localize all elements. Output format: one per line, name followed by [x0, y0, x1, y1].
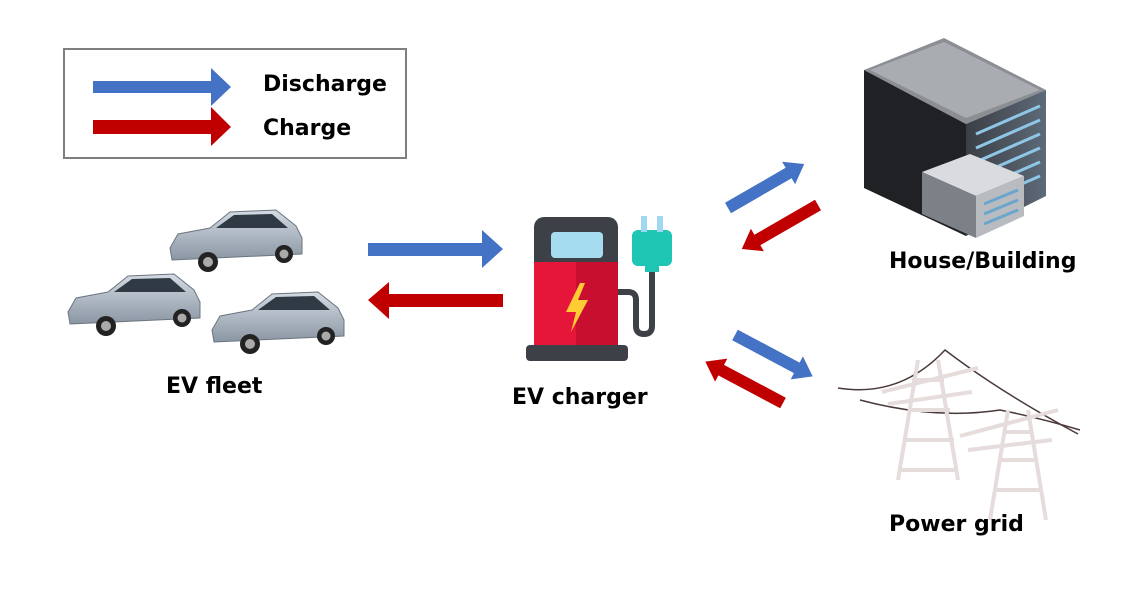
- power-grid-icon: [837, 348, 1081, 521]
- legend-charge-arrow: [93, 107, 231, 146]
- charger-to-building-discharge-arrow: [725, 161, 805, 214]
- ev-charger-label: EV charger: [512, 385, 648, 410]
- building-to-charger-charge-arrow: [741, 199, 821, 252]
- car-icon: [211, 291, 345, 354]
- ev-charger-icon: [526, 216, 672, 361]
- ev-fleet-label: EV fleet: [166, 374, 263, 399]
- legend-box: Discharge Charge: [63, 48, 407, 159]
- legend-discharge-arrow: [93, 68, 231, 106]
- fleet-to-charger-discharge-arrow: [368, 230, 503, 268]
- car-icon: [169, 209, 303, 272]
- car-icon: [67, 273, 201, 336]
- ev-fleet-image: [67, 209, 345, 354]
- charger-to-fleet-charge-arrow: [368, 282, 503, 319]
- legend-arrows: [93, 68, 231, 146]
- building-icon: [864, 38, 1046, 238]
- power-grid-label: Power grid: [889, 512, 1024, 537]
- charger-to-grid-discharge-arrow: [732, 329, 813, 380]
- legend-charge-label: Charge: [263, 116, 352, 141]
- legend-discharge-label: Discharge: [263, 72, 387, 97]
- house-building-label: House/Building: [889, 249, 1077, 274]
- grid-to-charger-charge-arrow: [705, 358, 786, 409]
